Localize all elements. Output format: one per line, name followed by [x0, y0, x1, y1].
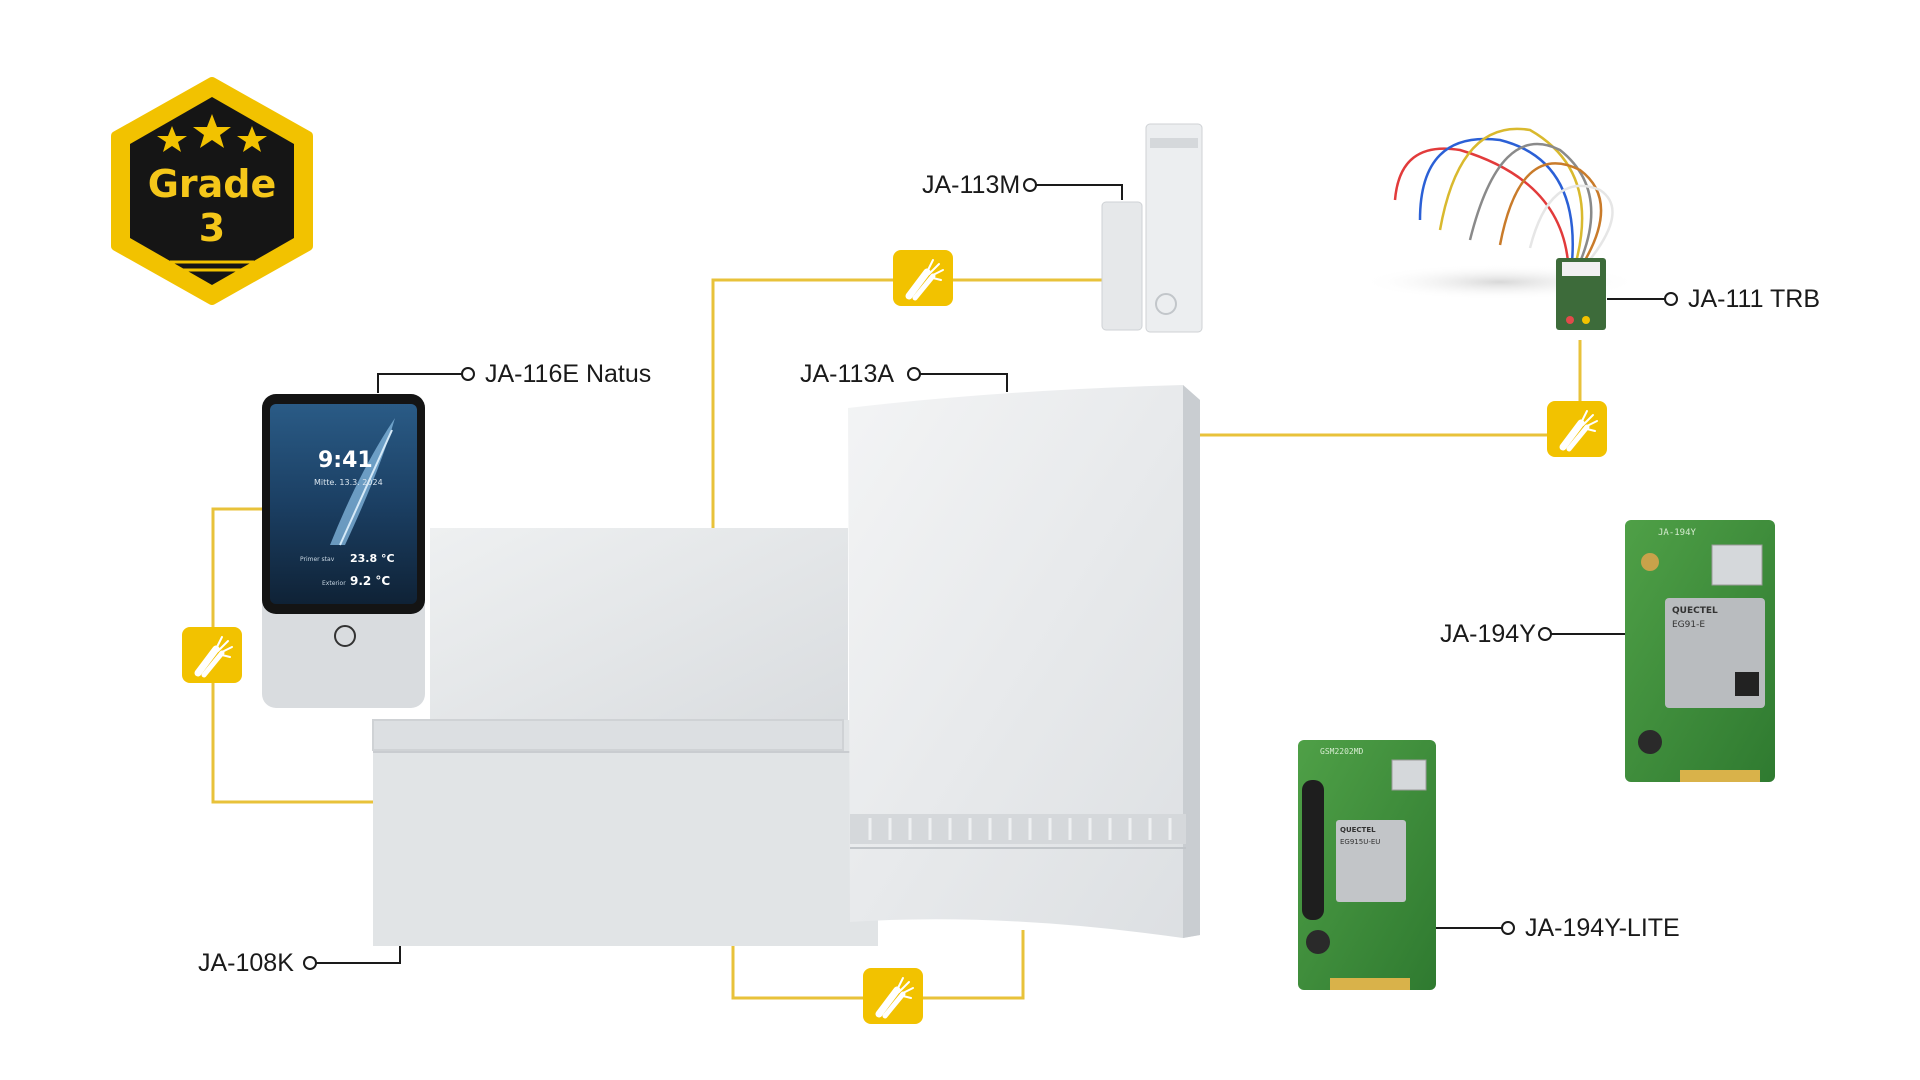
label-ja111trb: JA-111 TRB	[1688, 285, 1820, 313]
grade-badge-title: Grade	[147, 162, 277, 206]
cable-icon	[182, 627, 242, 683]
door-detector-device	[1101, 123, 1203, 333]
cable-icon	[893, 250, 953, 306]
keypad-outdoor-temp: 9.2 °C	[350, 574, 391, 588]
label-ja113a: JA-113A	[800, 360, 895, 388]
keypad-time: 9:41	[318, 448, 373, 473]
modem-194y-silk: JA-194Y	[1658, 528, 1696, 538]
siren-device	[848, 385, 1200, 938]
modem-194y-model: EG91-E	[1672, 620, 1706, 630]
modem-194y-brand: QUECTEL	[1672, 606, 1718, 616]
modem-194ylite-silk: GSM2202MD	[1320, 747, 1364, 756]
label-ja113m: JA-113M	[922, 171, 1021, 199]
grade-badge-level: 3	[198, 206, 226, 250]
modem-194ylite-device	[1298, 740, 1436, 990]
leader-lines	[303, 178, 1678, 970]
label-ja194y: JA-194Y	[1440, 620, 1536, 648]
modem-194y-device	[1625, 520, 1775, 782]
grade-shield-icon	[111, 77, 313, 305]
cable-icon	[863, 968, 923, 1024]
keypad-device	[262, 394, 425, 708]
line-panel-detector	[711, 278, 1102, 530]
control-panel-device	[372, 528, 878, 946]
label-ja194ylite: JA-194Y-LITE	[1525, 914, 1680, 942]
cable-icon	[1547, 401, 1607, 457]
wire-module-device	[1360, 127, 1640, 330]
keypad-outdoor-label: Exterior	[322, 580, 346, 587]
keypad-indoor-label: Primer stav	[300, 556, 335, 563]
label-ja108k: JA-108K	[198, 949, 294, 977]
line-siren-module	[1168, 340, 1582, 437]
modem-194ylite-model: EG915U-EU	[1340, 838, 1381, 846]
keypad-date: Mitte. 13.3. 2024	[314, 478, 383, 487]
modem-194ylite-brand: QUECTEL	[1340, 826, 1376, 834]
keypad-indoor-temp: 23.8 °C	[350, 552, 395, 565]
label-ja116e: JA-116E Natus	[485, 360, 652, 388]
